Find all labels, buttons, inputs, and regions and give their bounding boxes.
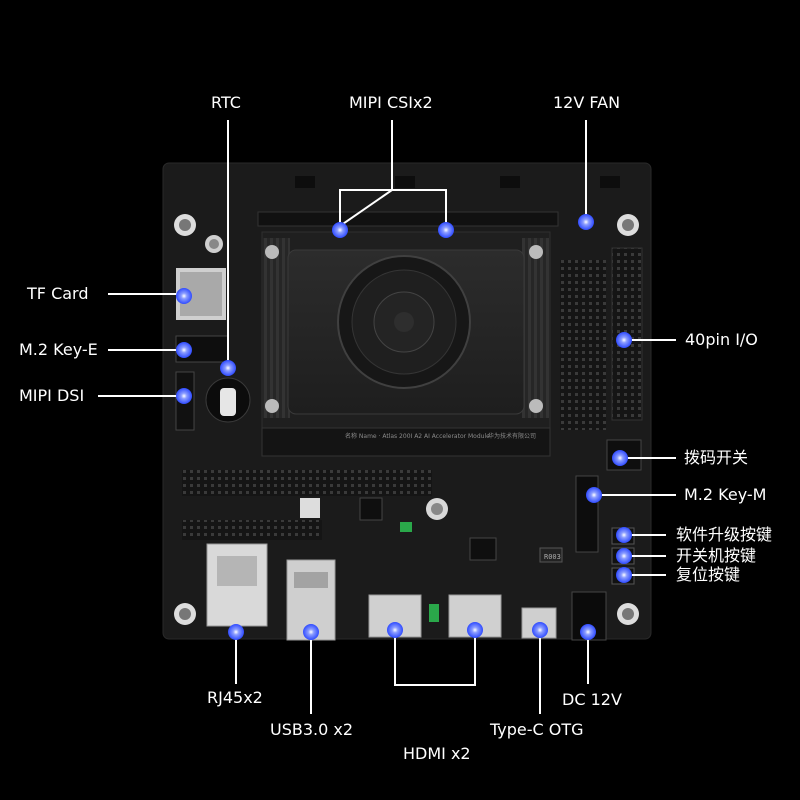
- label-dc12v: DC 12V: [562, 690, 622, 709]
- screw-icon: [265, 245, 543, 413]
- marker-mipi-csi-2: [438, 222, 454, 238]
- marker-tf-card: [176, 288, 192, 304]
- marker-typec: [532, 622, 548, 638]
- label-m2-key-e: M.2 Key-E: [19, 340, 98, 359]
- module-print-text: 名称 Name · Atlas 200I A2 AI Accelerator M…: [345, 432, 490, 440]
- marker-fan: [578, 214, 594, 230]
- label-power-button: 开关机按键: [676, 546, 757, 565]
- marker-fw-upgrade: [616, 527, 632, 543]
- label-dip-switch: 拨码开关: [684, 448, 749, 467]
- chip-label: R003: [544, 553, 561, 561]
- label-rtc: RTC: [211, 93, 241, 112]
- leader-lines: [98, 120, 676, 714]
- label-fan: 12V FAN: [553, 93, 621, 112]
- label-fw-upgrade-button: 软件升级按键: [676, 525, 773, 544]
- label-typec-otg: Type-C OTG: [490, 720, 584, 739]
- label-m2-key-m: M.2 Key-M: [684, 485, 767, 504]
- marker-m2-key-e: [176, 342, 192, 358]
- marker-40pin: [616, 332, 632, 348]
- marker-hdmi-2: [467, 622, 483, 638]
- label-reset-button: 复位按键: [676, 565, 741, 584]
- marker-dip: [612, 450, 628, 466]
- label-usb30: USB3.0 x2: [270, 720, 354, 739]
- label-mipi-dsi: MIPI DSI: [19, 386, 85, 405]
- marker-power: [616, 548, 632, 564]
- label-hdmi: HDMI x2: [403, 744, 471, 763]
- module-vendor-text: 华为技术有限公司: [488, 432, 536, 440]
- marker-m2-key-m: [586, 487, 602, 503]
- mounting-hole-icon: [174, 214, 639, 625]
- marker-usb30: [303, 624, 319, 640]
- label-mipi-csi: MIPI CSIx2: [349, 93, 433, 112]
- ai-accelerator-module: 名称 Name · Atlas 200I A2 AI Accelerator M…: [261, 231, 551, 457]
- label-40pin-io: 40pin I/O: [685, 330, 758, 349]
- marker-mipi-dsi: [176, 388, 192, 404]
- marker-hdmi-1: [387, 622, 403, 638]
- marker-mipi-csi-1: [332, 222, 348, 238]
- marker-reset: [616, 567, 632, 583]
- fan-icon: [337, 255, 471, 389]
- label-rj45: RJ45x2: [207, 688, 263, 707]
- marker-rj45: [228, 624, 244, 640]
- marker-dc: [580, 624, 596, 640]
- marker-rtc: [220, 360, 236, 376]
- label-tf-card: TF Card: [27, 284, 89, 303]
- callout-markers: [176, 214, 632, 640]
- leader-line-hdmi: [394, 632, 476, 686]
